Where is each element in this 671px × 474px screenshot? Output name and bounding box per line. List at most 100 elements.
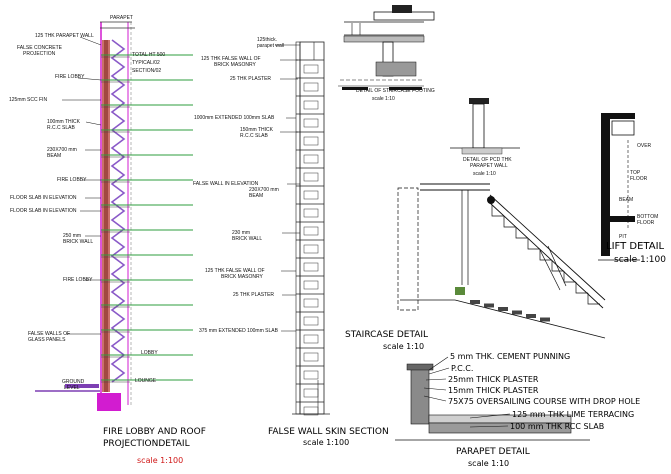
- lift-floor-label: FLOOR: [630, 176, 648, 182]
- parapet-note-1: 5 mm THK. CEMENT PUNNING: [450, 352, 571, 361]
- scc-fin-label: 125mm SCC FIN: [9, 97, 48, 103]
- fw-brick-wall-label-1: 230 mm: [232, 230, 251, 236]
- parapet-leader-0: [428, 356, 449, 371]
- lift-detail: [598, 113, 640, 261]
- brick-wall-label-2: BRICK WALL: [63, 239, 94, 245]
- section-window-402: [303, 406, 319, 416]
- lift-mid-label: BEAM: [619, 197, 634, 203]
- section-window-366: [303, 370, 319, 380]
- section-window-96: [303, 100, 319, 110]
- section-floor-slabs: [275, 44, 324, 416]
- parapet-note-7: 100 mm THK RCC SLAB: [510, 422, 605, 431]
- fw-parapet-label-1: 125thick.: [257, 37, 278, 43]
- stair-step-1: [503, 216, 516, 228]
- section-window-150: [303, 154, 319, 164]
- fw-false-wall-label-1: 125 THK FALSE WALL OF: [201, 56, 261, 62]
- stair-tread-1: [484, 303, 494, 308]
- rcc-slab-label-1: 100mm THICK: [47, 119, 80, 125]
- lift-over-label: OVER: [637, 143, 652, 149]
- stair-step-4: [539, 249, 552, 261]
- fire-lobby-elevation: [35, 21, 135, 411]
- parapet-leader-2: [425, 378, 447, 381]
- stair-tread-4: [526, 314, 536, 318]
- stair-tread-0: [470, 300, 480, 304]
- stair-step-6: [563, 271, 576, 283]
- section-window-186: [303, 190, 319, 200]
- parapet-note-2: P.C.C.: [451, 364, 474, 373]
- lift-bottom-label-1: BOTTOM: [637, 214, 659, 220]
- parapet-note-6: 125 mm THK LIME TERRACING: [512, 410, 635, 419]
- section-window-222: [303, 226, 319, 236]
- parapet-note-5: 75X75 OVERSAILING COURSE WITH DROP HOLE: [448, 397, 641, 406]
- section-window-276: [303, 280, 319, 290]
- label-leader-0: [79, 36, 102, 46]
- stair-tread-2: [498, 307, 508, 311]
- label-leader-3: [85, 121, 102, 126]
- lobby-label: LOBBY: [141, 350, 158, 356]
- footing-detail-label: DETAIL OF STAIRCASE FOOTING: [356, 88, 435, 94]
- beam-label-2: BEAM: [47, 153, 62, 159]
- fw-false-wall-elevation-label: FALSE WALL IN ELEVATION: [193, 181, 259, 187]
- false-wall-scale: scale 1:100: [303, 438, 350, 447]
- section-window-114: [303, 118, 319, 128]
- fw-plaster-label-1: 25 THK PLASTER: [230, 76, 272, 82]
- fw-brick-wall-label-2: BRICK WALL: [232, 236, 263, 242]
- floor-leader-lines: [62, 36, 193, 383]
- section-window-330: [303, 334, 319, 344]
- stair-step-7: [575, 282, 588, 294]
- stair-tread-5: [540, 317, 550, 322]
- stair-zigzag-line: [110, 39, 126, 383]
- fw-plaster-label-2: 25 THK PLASTER: [233, 292, 275, 298]
- section-window-204: [303, 208, 319, 218]
- stair-step-2: [515, 227, 528, 239]
- fire-lobby-title-2: PROJECTIONDETAIL: [103, 439, 190, 449]
- section-window-294: [303, 298, 319, 308]
- parapet-note-4: 15mm THICK PLASTER: [448, 386, 539, 395]
- section-window-78: [303, 82, 319, 92]
- fw-extended-slab-label-2: 375 mm EXTENDED 100mm SLAB: [199, 328, 278, 334]
- section-window-240: [303, 244, 319, 254]
- parapet-title: PARAPET DETAIL: [456, 447, 530, 457]
- fw-extended-slab-label-1: 1000mm EXTENDED 100mm SLAB: [194, 115, 275, 121]
- floor-slab-label: FLOOR SLAB IN ELEVATION: [10, 195, 77, 201]
- parapet-scale: scale 1:10: [468, 459, 510, 468]
- fire-lobby-label-2: FIRE LOBBY: [57, 177, 87, 183]
- floor-slab-label-2: FLOOR SLAB IN ELEVATION: [10, 208, 77, 214]
- footing-detail-scale: scale 1:10: [372, 96, 395, 102]
- section-window-312: [303, 316, 319, 326]
- fire-lobby-scale: scale 1:100: [137, 456, 184, 465]
- right-note-2: TYPICAL/02: [132, 60, 160, 66]
- beam-label-1: 230X700 mm: [47, 147, 77, 153]
- fw-beam-label-1: 230X700 mm: [249, 187, 279, 193]
- pcd-detail-label-1: DETAIL OF PCD THK: [463, 157, 512, 163]
- stair-step-0: [491, 205, 504, 217]
- parapet-leader-6: [469, 425, 509, 428]
- footing-detail: [338, 5, 435, 90]
- pcd-detail-scale: scale 1:10: [473, 171, 496, 177]
- section-window-168: [303, 172, 319, 182]
- right-note-1: TOTAL HT 500: [132, 52, 166, 58]
- ground-level-label-1: GROUND: [62, 379, 85, 385]
- fire-lobby-label-1: FIRE LOBBY: [55, 74, 85, 80]
- parapet-label: PARAPET: [110, 15, 133, 21]
- fw-false-wall-label-3: 125 THK FALSE WALL OF: [205, 268, 265, 274]
- projection-label: PROJECTION: [23, 51, 56, 57]
- false-walls-label-2: GLASS PANELS: [28, 337, 66, 343]
- rcc-slab-label-2: R.C.C SLAB: [47, 125, 75, 131]
- fw-false-wall-label-2: BRICK MASONRY: [214, 62, 256, 68]
- fw-parapet-label-2: parapet wall: [257, 43, 284, 49]
- stair-steps: [470, 205, 600, 322]
- section-window-384: [303, 388, 319, 398]
- stair-step-8: [587, 293, 600, 305]
- stair-step-3: [527, 238, 540, 250]
- lift-top-label: TOP: [630, 170, 641, 176]
- lift-bottom-label-2: FLOOR: [637, 220, 655, 226]
- section-window-258: [303, 262, 319, 272]
- section-window-132: [303, 136, 319, 146]
- false-concrete-label: FALSE CONCRETE: [17, 45, 63, 51]
- staircase-title: STAIRCASE DETAIL: [345, 330, 429, 340]
- parapet-leader-5: [469, 413, 511, 419]
- lounge-label: LOUNGE: [135, 378, 157, 384]
- fw-rcc-slab-label-2: R.C.C SLAB: [240, 133, 268, 139]
